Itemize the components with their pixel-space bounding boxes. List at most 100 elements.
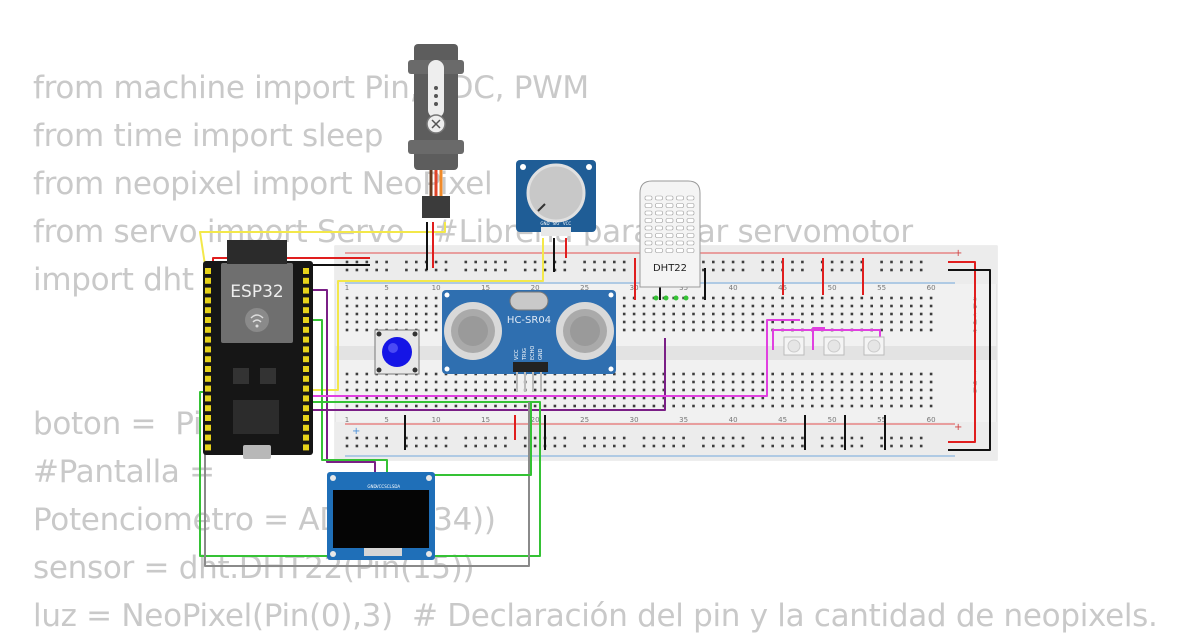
esp32-pin bbox=[303, 326, 309, 333]
dht22-vent bbox=[686, 203, 695, 208]
breadboard-hole bbox=[929, 404, 933, 408]
wire-red[interactable] bbox=[948, 261, 976, 443]
breadboard-hole bbox=[731, 304, 735, 308]
breadboard-hole bbox=[632, 304, 636, 308]
oled-display[interactable]: GND VCC SCL SDA bbox=[327, 472, 435, 560]
breadboard-hole bbox=[504, 404, 507, 408]
neopixel-strip[interactable] bbox=[783, 336, 885, 356]
breadboard-hole bbox=[721, 328, 725, 332]
breadboard-hole bbox=[712, 444, 715, 448]
breadboard-hole bbox=[415, 320, 418, 324]
wire-yellow[interactable] bbox=[199, 222, 446, 266]
breadboard-hole bbox=[702, 396, 705, 400]
usb-port bbox=[243, 445, 271, 459]
dht22-vent bbox=[686, 210, 695, 216]
potentiometer[interactable]: GND SIG VCC bbox=[516, 160, 596, 236]
breadboard-hole bbox=[712, 372, 715, 376]
wire-purple[interactable] bbox=[307, 289, 376, 476]
breadboard-hole bbox=[622, 388, 626, 392]
breadboard-hole bbox=[880, 296, 883, 300]
breadboard-hole bbox=[434, 320, 438, 324]
breadboard-hole bbox=[434, 404, 438, 408]
wire-purple[interactable] bbox=[305, 338, 666, 411]
breadboard-hole bbox=[355, 444, 359, 448]
breadboard-hole bbox=[781, 372, 784, 376]
breadboard-hole bbox=[365, 436, 369, 440]
wire-magenta[interactable] bbox=[772, 329, 881, 350]
breadboard-hole bbox=[583, 436, 586, 440]
dht22-sensor[interactable]: DHT22 bbox=[639, 180, 701, 301]
breadboard-hole bbox=[553, 388, 557, 392]
push-button[interactable] bbox=[374, 329, 420, 375]
breadboard-hole bbox=[563, 388, 567, 392]
esp32-board[interactable]: ESP32 bbox=[203, 240, 313, 459]
breadboard-hole bbox=[692, 396, 695, 400]
breadboard-hole bbox=[355, 312, 359, 316]
breadboard-hole bbox=[890, 380, 893, 384]
breadboard-hole bbox=[642, 380, 646, 384]
wire-magenta[interactable] bbox=[305, 319, 800, 397]
neopixel bbox=[823, 336, 845, 356]
breadboard-hole bbox=[642, 296, 646, 300]
breadboard-hole bbox=[533, 260, 537, 264]
breadboard-hole bbox=[741, 372, 745, 376]
breadboard-hole bbox=[652, 444, 656, 448]
code-line: luz = NeoPixel(Pin(0),3) # Declaración d… bbox=[33, 598, 1158, 634]
ultrasonic-sensor[interactable]: HC-SR04 VCC TRIG ECHO GND bbox=[442, 290, 616, 392]
breadboard-hole bbox=[672, 388, 675, 392]
breadboard-hole bbox=[474, 396, 477, 400]
breadboard-hole bbox=[622, 296, 626, 300]
breadboard-hole bbox=[850, 268, 854, 272]
breadboard-hole bbox=[434, 436, 438, 440]
breadboard-hole bbox=[355, 388, 359, 392]
breadboard-hole bbox=[781, 296, 784, 300]
breadboard-hole bbox=[484, 444, 487, 448]
column-number: 55 bbox=[877, 416, 886, 424]
breadboard-hole bbox=[464, 388, 468, 392]
breadboard-hole bbox=[415, 436, 418, 440]
breadboard-hole bbox=[494, 260, 497, 264]
wire-gray[interactable] bbox=[204, 392, 530, 567]
breadboard-hole bbox=[514, 388, 517, 392]
neopixel bbox=[863, 336, 885, 356]
dht22-vents bbox=[644, 195, 695, 253]
breadboard-hole bbox=[563, 268, 567, 272]
breadboard-hole bbox=[811, 388, 814, 392]
dht22-vent bbox=[655, 210, 663, 216]
breadboard-hole bbox=[434, 372, 438, 376]
breadboard-hole bbox=[583, 260, 586, 264]
breadboard-hole bbox=[642, 312, 646, 316]
breadboard-hole bbox=[731, 444, 735, 448]
breadboard-hole bbox=[929, 380, 933, 384]
wire-magenta[interactable] bbox=[812, 327, 825, 350]
breadboard-hole bbox=[622, 380, 626, 384]
breadboard-hole bbox=[712, 328, 715, 332]
breadboard-hole bbox=[880, 320, 883, 324]
breadboard-hole bbox=[840, 304, 844, 308]
breadboard-hole bbox=[890, 312, 893, 316]
column-number: 50 bbox=[828, 284, 837, 292]
breadboard-hole bbox=[395, 396, 398, 400]
breadboard-hole bbox=[860, 396, 864, 400]
wire-black[interactable] bbox=[948, 269, 991, 451]
breadboard-hole bbox=[405, 388, 408, 392]
breadboard-hole bbox=[830, 444, 834, 448]
esp32-pin bbox=[205, 317, 211, 323]
breadboard-hole bbox=[533, 396, 537, 400]
breadboard-hole bbox=[919, 304, 923, 308]
breadboard-hole bbox=[385, 444, 388, 448]
breadboard-hole bbox=[811, 296, 814, 300]
wire-green[interactable] bbox=[305, 319, 388, 476]
breadboard-hole bbox=[910, 372, 913, 376]
breadboard-hole bbox=[682, 304, 685, 308]
breadboard-hole bbox=[345, 320, 349, 324]
breadboard-hole bbox=[504, 380, 507, 384]
breadboard-hole bbox=[721, 404, 725, 408]
breadboard-hole bbox=[395, 404, 398, 408]
servo-motor[interactable] bbox=[408, 44, 464, 218]
breadboard-hole bbox=[345, 304, 349, 308]
breadboard-hole bbox=[771, 304, 774, 308]
breadboard-hole bbox=[484, 396, 487, 400]
breadboard-hole bbox=[603, 436, 606, 440]
breadboard-hole bbox=[474, 380, 477, 384]
